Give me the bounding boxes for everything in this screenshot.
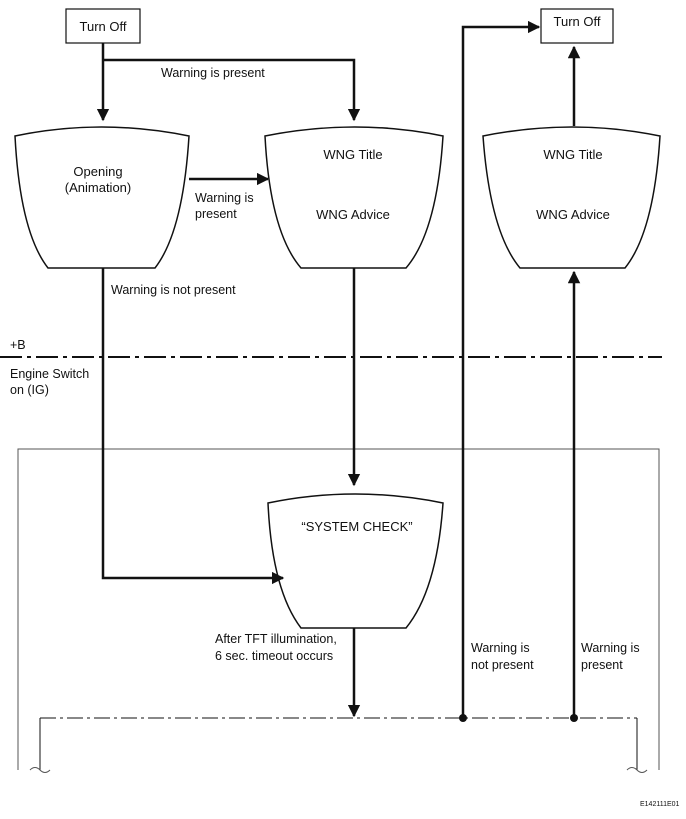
system-check-label: “SYSTEM CHECK” xyxy=(301,519,412,534)
turn-off-left-label: Turn Off xyxy=(80,19,127,34)
turn-off-right-box xyxy=(540,8,614,44)
break-mark-left xyxy=(29,767,51,773)
edge-label-right-not-present-line2: not present xyxy=(471,658,534,672)
edge-label-after-tft-line2: 6 sec. timeout occurs xyxy=(215,649,333,663)
arrow-opening-to-system-check xyxy=(101,268,285,585)
edge-label-right-present-line1: Warning is xyxy=(581,641,640,655)
turn-off-right-label: Turn Off xyxy=(554,14,601,29)
edge-label-warning-present-top: Warning is present xyxy=(161,66,265,80)
wng-center-title: WNG Title xyxy=(323,147,382,162)
opening-display xyxy=(14,126,190,269)
wng-right-display xyxy=(482,126,661,269)
edge-label-warning-not-present: Warning is not present xyxy=(111,283,236,297)
arrow-turnoff-to-wng-center xyxy=(103,58,361,122)
junction-dot-right xyxy=(570,714,578,722)
opening-label-line1: Opening xyxy=(73,164,122,179)
figure-reference: E142111E01 xyxy=(640,801,680,808)
ig-on-enclosure xyxy=(17,448,660,770)
edge-label-right-present-line2: present xyxy=(581,658,623,672)
turn-off-left-box xyxy=(65,8,141,44)
junction-dot-left xyxy=(459,714,467,722)
edge-label-right-not-present-line1: Warning is xyxy=(471,641,530,655)
edge-label-opening-line2: present xyxy=(195,207,237,221)
wng-center-advice: WNG Advice xyxy=(316,207,390,222)
wng-center-display xyxy=(264,126,444,269)
wng-right-advice: WNG Advice xyxy=(536,207,610,222)
edge-label-opening-line1: Warning is xyxy=(195,191,254,205)
arrow-bus-to-turnoff-right xyxy=(461,20,541,718)
zone-engine-switch-line1: Engine Switch xyxy=(10,367,89,381)
edge-label-after-tft-line1: After TFT illumination, xyxy=(215,632,337,646)
zone-plus-b-label: +B xyxy=(10,338,26,352)
break-mark-right xyxy=(626,767,648,773)
system-check-display xyxy=(267,493,444,629)
opening-label-line2: (Animation) xyxy=(65,180,131,195)
zone-engine-switch-line2: on (IG) xyxy=(10,383,49,397)
wng-right-title: WNG Title xyxy=(543,147,602,162)
